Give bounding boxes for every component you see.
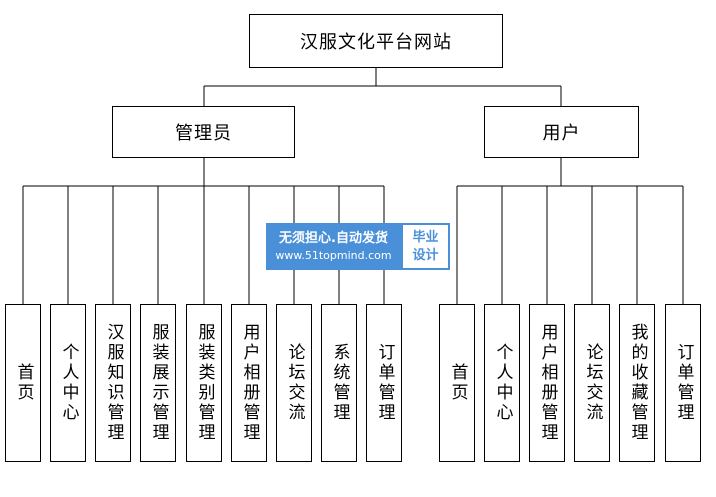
root-node: 汉服文化平台网站 [249,14,503,68]
admin-leaf-forum: 论坛交流 [276,304,312,462]
user-leaf-personal-center: 个人中心 [484,304,520,462]
watermark-badge-line1: 毕业 [412,229,439,245]
watermark-banner: 无须担心.自动发货 www.51topmind.com 毕业 设计 [266,223,450,270]
user-leaf-home: 首页 [439,304,475,462]
admin-label: 管理员 [175,123,232,144]
admin-leaf-system: 系统管理 [321,304,357,462]
leaf-label: 订单管理 [673,343,694,423]
user-leaf-orders: 订单管理 [665,304,701,462]
admin-leaf-user-album: 用户相册管理 [231,304,267,462]
leaf-label: 用户相册管理 [239,323,260,443]
admin-node: 管理员 [112,106,295,158]
user-leaf-forum: 论坛交流 [574,304,610,462]
leaf-label: 个人中心 [58,343,79,423]
admin-leaf-clothing-display: 服装展示管理 [140,304,176,462]
leaf-label: 服装类别管理 [194,323,215,443]
admin-leaf-personal-center: 个人中心 [50,304,86,462]
watermark-badge-line2: 设计 [412,247,439,263]
admin-leaf-clothing-category: 服装类别管理 [186,304,222,462]
leaf-label: 服装展示管理 [148,323,169,443]
leaf-label: 我的收藏管理 [627,323,648,443]
user-node: 用户 [484,106,639,158]
root-label: 汉服文化平台网站 [300,32,452,53]
leaf-label: 汉服知识管理 [103,323,124,443]
leaf-label: 系统管理 [329,343,350,423]
watermark-url: www.51topmind.com [275,248,392,262]
leaf-label: 用户相册管理 [537,323,558,443]
user-leaf-user-album: 用户相册管理 [529,304,565,462]
leaf-label: 论坛交流 [284,343,305,423]
admin-leaf-home: 首页 [5,304,41,462]
user-label: 用户 [542,123,581,144]
user-leaf-favorites: 我的收藏管理 [619,304,655,462]
leaf-label: 首页 [13,363,34,403]
leaf-label: 首页 [447,363,468,403]
watermark-badge: 毕业 设计 [401,223,450,270]
leaf-label: 订单管理 [374,343,395,423]
admin-leaf-hanfu-knowledge: 汉服知识管理 [95,304,131,462]
admin-leaf-orders: 订单管理 [366,304,402,462]
watermark-slogan: 无须担心.自动发货 [279,230,388,246]
watermark-text-block: 无须担心.自动发货 www.51topmind.com [266,223,401,270]
leaf-label: 个人中心 [492,343,513,423]
leaf-label: 论坛交流 [582,343,603,423]
